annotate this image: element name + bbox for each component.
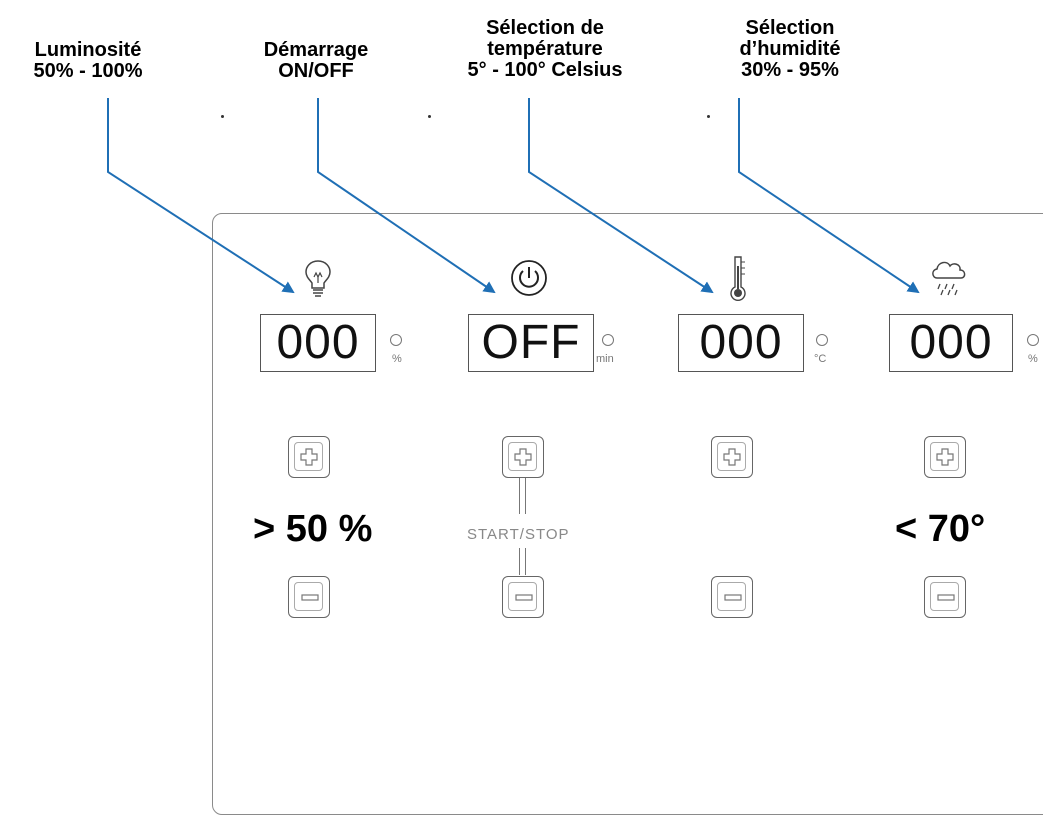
callout-brightness: Luminosité 50% - 100% — [8, 40, 168, 82]
callout-temperature-line1: Sélection de — [486, 17, 604, 39]
minus-icon — [515, 594, 533, 601]
temperature-plus-button[interactable] — [711, 436, 753, 478]
stray-dot — [428, 115, 431, 118]
brightness-led — [390, 334, 402, 346]
humidity-minus-button[interactable] — [924, 576, 966, 618]
humidity-led — [1027, 334, 1039, 346]
power-minus-button[interactable] — [502, 576, 544, 618]
thermometer-icon — [730, 256, 746, 302]
humidity-display: 000 — [889, 314, 1013, 372]
callout-power-title: Démarrage — [263, 39, 369, 61]
minus-icon — [724, 594, 742, 601]
callout-humidity-line1: Sélection — [745, 17, 835, 39]
lightbulb-icon — [305, 260, 331, 297]
callout-power: Démarrage ON/OFF — [236, 40, 396, 82]
callout-temperature: Sélection de température 5° - 100° Celsi… — [440, 18, 650, 81]
start-stop-connector — [519, 478, 520, 514]
callout-humidity: Sélection d’humidité 30% - 95% — [700, 18, 880, 81]
callout-power-mode: ON/OFF — [278, 60, 354, 82]
plus-icon — [300, 448, 318, 466]
callout-temperature-range: 5° - 100° Celsius — [467, 59, 623, 81]
brightness-plus-button[interactable] — [288, 436, 330, 478]
start-stop-connector — [525, 478, 526, 514]
callout-humidity-line2: d’humidité — [739, 38, 841, 60]
humidity-arrow — [738, 98, 920, 294]
brightness-annotation: > 50 % — [253, 508, 373, 550]
temperature-minus-button[interactable] — [711, 576, 753, 618]
brightness-display: 000 — [260, 314, 376, 372]
power-unit: min — [596, 353, 614, 365]
callout-temperature-line2: température — [487, 38, 603, 60]
minus-icon — [301, 594, 319, 601]
temperature-arrow — [528, 98, 714, 294]
humidity-unit: % — [1028, 353, 1038, 365]
stray-dot — [707, 115, 710, 118]
stray-dot — [221, 115, 224, 118]
callout-humidity-range: 30% - 95% — [741, 59, 839, 81]
power-arrow — [317, 98, 496, 294]
plus-icon — [723, 448, 741, 466]
control-panel: 000 OFF 000 000 % min °C % START/STOP — [212, 213, 1043, 815]
power-led — [602, 334, 614, 346]
start-stop-connector — [519, 548, 520, 575]
callout-brightness-title: Luminosité — [34, 39, 142, 61]
temperature-unit: °C — [814, 353, 827, 365]
brightness-arrow — [107, 98, 295, 294]
minus-icon — [937, 594, 955, 601]
humidity-annotation: < 70° — [895, 508, 986, 550]
power-icon — [511, 260, 547, 296]
temperature-led — [816, 334, 828, 346]
callout-brightness-range: 50% - 100% — [33, 60, 143, 82]
start-stop-connector — [525, 548, 526, 575]
plus-icon — [514, 448, 532, 466]
brightness-minus-button[interactable] — [288, 576, 330, 618]
temperature-display: 000 — [678, 314, 804, 372]
power-display: OFF — [468, 314, 594, 372]
power-plus-button[interactable] — [502, 436, 544, 478]
rain-cloud-icon — [932, 261, 966, 296]
plus-icon — [936, 448, 954, 466]
callout-arrows — [107, 98, 920, 294]
start-stop-label: START/STOP — [467, 526, 570, 543]
humidity-plus-button[interactable] — [924, 436, 966, 478]
brightness-unit: % — [392, 353, 402, 365]
